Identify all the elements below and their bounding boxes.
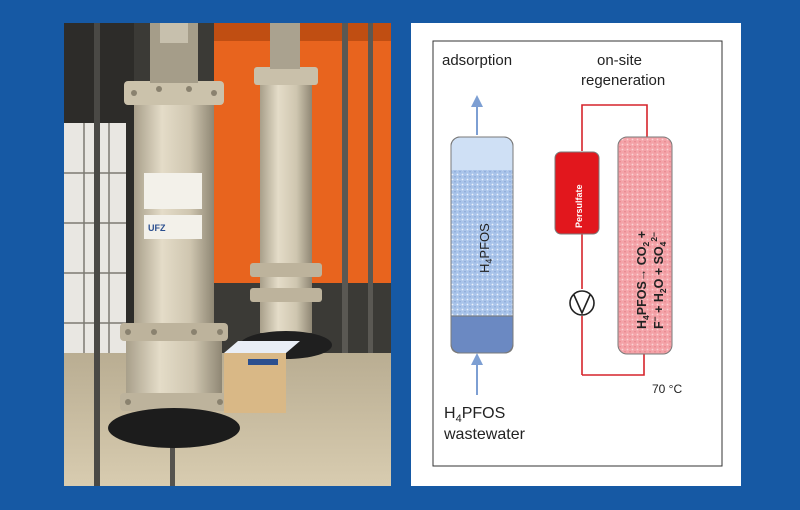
reaction-line2: F− + H2O + SO42− [649, 232, 668, 329]
input-label-line2: wastewater [443, 426, 526, 443]
title-adsorption: adsorption [442, 52, 512, 69]
title-regeneration: regeneration [581, 72, 665, 89]
column-label: H4PFOS [477, 223, 494, 273]
pump-icon [570, 291, 594, 315]
title-on-site: on-site [597, 52, 642, 69]
diagram-svg: adsorption on-site regeneration H4PFOS H… [411, 23, 741, 486]
process-diagram: adsorption on-site regeneration H4PFOS H… [411, 23, 741, 486]
temperature-label: 70 °C [652, 382, 682, 396]
photo-illustration: UFZ [64, 23, 391, 486]
photo-adsorption-columns: UFZ [64, 23, 391, 486]
ufz-label: UFZ [148, 223, 166, 233]
persulfate-label: Persulfate [574, 184, 584, 228]
